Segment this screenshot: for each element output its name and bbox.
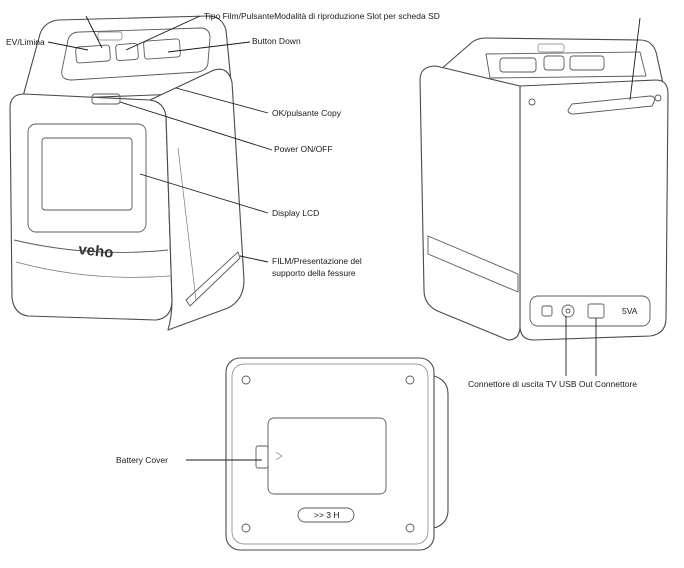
- film-type-leader: [125, 15, 201, 51]
- back-view-device: [419, 37, 669, 341]
- label-power: Power ON/OFF: [274, 144, 333, 154]
- button-down-leader: [167, 41, 251, 53]
- front-brand-logo: veho: [78, 241, 115, 262]
- front-view-device: [9, 15, 245, 331]
- ev-trimming-leader: [47, 41, 89, 51]
- back-port-marking: 5VA: [622, 306, 638, 316]
- svg-text:>> 3 H: >> 3 H: [314, 510, 340, 520]
- label-film-slot-line1: FILM/Presentazione del: [272, 256, 362, 266]
- label-battery-cover: Battery Cover: [116, 455, 168, 465]
- label-film-type: Tipo Film/PulsanteModalità di riproduzio…: [204, 11, 440, 21]
- ev-trimming-leader-2: [85, 15, 103, 49]
- label-ports: Connettore di uscita TV USB Out Connetto…: [468, 379, 637, 389]
- film-slot-leader: [239, 255, 269, 263]
- bottom-view-device: >> 3 H: [225, 357, 449, 551]
- label-ok-copy: OK/pulsante Copy: [272, 108, 342, 118]
- label-lcd: Display LCD: [272, 208, 319, 218]
- power-leader: [119, 101, 273, 151]
- sd-slot-leader: [629, 17, 641, 101]
- label-ev-trimming: EV/Limina: [6, 37, 45, 47]
- label-film-slot-line2: supporto della fessure: [272, 268, 356, 278]
- label-button-down: Button Down: [252, 36, 301, 46]
- ok-copy-leader: [175, 87, 269, 114]
- lcd-leader: [139, 173, 269, 214]
